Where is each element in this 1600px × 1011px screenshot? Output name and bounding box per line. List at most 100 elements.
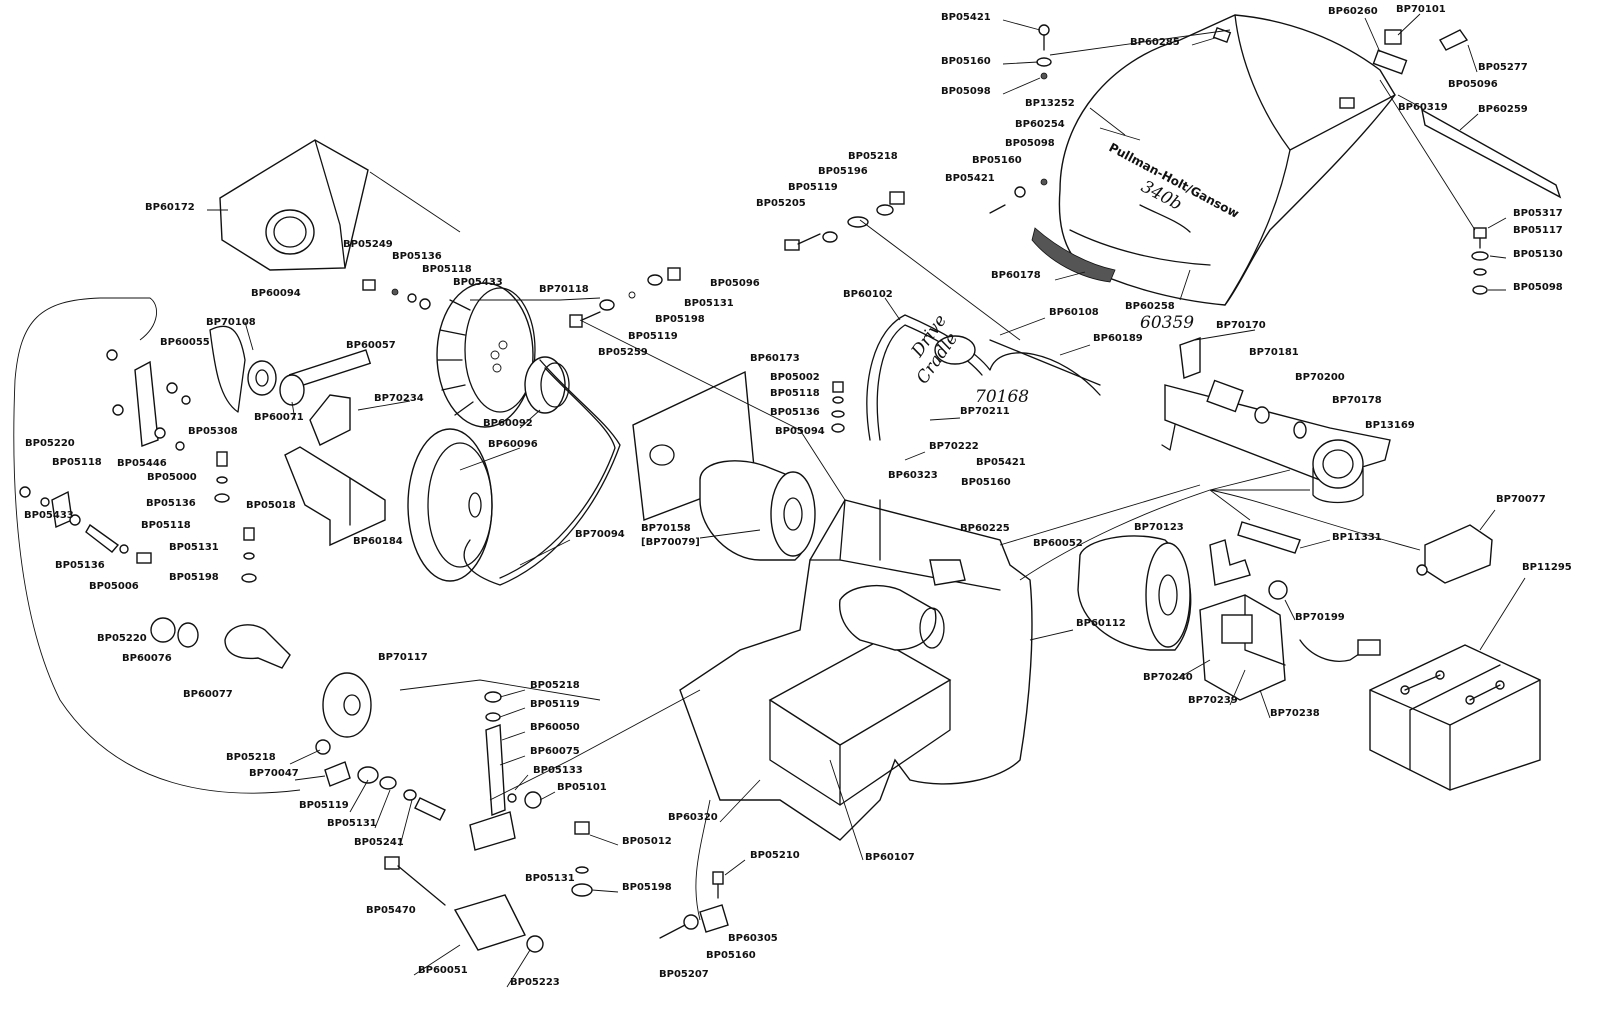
part-label-bp05196-a: BP05196: [818, 166, 868, 177]
part-label-bp60076: BP60076: [122, 653, 172, 664]
part-label-bp05119-a: BP05119: [788, 182, 838, 193]
part-label-bp05118-b: BP05118: [770, 388, 820, 399]
part-label-bp05160-d: BP05160: [706, 950, 756, 961]
drive-belt: [463, 359, 621, 586]
part-label-bp70222: BP70222: [929, 441, 979, 452]
part-label-bp05012: BP05012: [622, 836, 672, 847]
part-label-bp05259: BP05259: [598, 347, 648, 358]
part-label-bp60057: BP60057: [346, 340, 396, 351]
part-label-bp05198-b: BP05198: [169, 572, 219, 583]
part-label-bp05160-a: BP05160: [941, 56, 991, 67]
part-label-bp05241: BP05241: [354, 837, 404, 848]
control-panel: [1161, 337, 1391, 504]
part-label-bp60285: BP60285: [1130, 37, 1180, 48]
part-label-bp60323: BP60323: [888, 470, 938, 481]
part-label-bp60102: BP60102: [843, 289, 893, 300]
part-label-bp70234: BP70234: [374, 393, 424, 404]
part-label-bp05136-b: BP05136: [770, 407, 820, 418]
part-label-bp05470: BP05470: [366, 905, 416, 916]
part-label-bp05096-b: BP05096: [710, 278, 760, 289]
part-label-bp05421-b: BP05421: [945, 173, 995, 184]
note-60359: 60359: [1140, 313, 1194, 333]
part-label-bp60184: BP60184: [353, 536, 403, 547]
drive-motor: [1077, 535, 1192, 651]
part-label-bp05421-c: BP05421: [976, 457, 1026, 468]
part-label-bp70181: BP70181: [1249, 347, 1299, 358]
part-label-bp70238: BP70238: [1270, 708, 1320, 719]
part-label-bp60258: BP60258: [1125, 301, 1175, 312]
part-label-bp05119-d: BP05119: [299, 800, 349, 811]
part-label-bp60108: BP60108: [1049, 307, 1099, 318]
main-chassis: [679, 499, 1033, 841]
part-label-bp60173: BP60173: [750, 353, 800, 364]
part-label-bp13169: BP13169: [1365, 420, 1415, 431]
part-label-bp05006: BP05006: [89, 581, 139, 592]
leader-lines: [207, 13, 1526, 988]
motor-pulley: [407, 356, 570, 582]
part-label-bp05117: BP05117: [1513, 225, 1563, 236]
part-label-bp70094: BP70094: [575, 529, 625, 540]
part-label-bp60055: BP60055: [160, 337, 210, 348]
caster-bracket-parts: [384, 691, 729, 953]
part-label-bp70117: BP70117: [378, 652, 428, 663]
part-label-bp05118-c: BP05118: [52, 457, 102, 468]
part-label-bp05218-c: BP05218: [226, 752, 276, 763]
part-label-bp13252: BP13252: [1025, 98, 1075, 109]
left-bracket-parts: [19, 349, 257, 583]
part-label-bp60107: BP60107: [865, 852, 915, 863]
center-fasteners: [362, 191, 905, 433]
part-label-bp05101: BP05101: [557, 782, 607, 793]
part-label-bp05098-a: BP05098: [941, 86, 991, 97]
handle-frame: [866, 314, 1101, 441]
part-label-bp05317: BP05317: [1513, 208, 1563, 219]
part-label-bp05136-a: BP05136: [392, 251, 442, 262]
part-label-bp05131-b: BP05131: [169, 542, 219, 553]
part-label-bp60178: BP60178: [991, 270, 1041, 281]
part-label-bp05160-c: BP05160: [961, 477, 1011, 488]
part-label-bp05433-a: BP05433: [453, 277, 503, 288]
part-label-bp05277: BP05277: [1478, 62, 1528, 73]
part-label-bp70199: BP70199: [1295, 612, 1345, 623]
part-label-bp60259: BP60259: [1478, 104, 1528, 115]
hood-cover: Pullman-Holt/Gansow 340b: [1031, 14, 1396, 306]
part-label-bp11295: BP11295: [1522, 562, 1572, 573]
note-70168: 70168: [975, 387, 1029, 407]
part-label-bp05249: BP05249: [343, 239, 393, 250]
part-label-bp05098-c: BP05098: [1513, 282, 1563, 293]
part-label-bp70200: BP70200: [1295, 372, 1345, 383]
part-label-bp05018: BP05018: [246, 500, 296, 511]
part-label-bp70077: BP70077: [1496, 494, 1546, 505]
part-label-bp70170: BP70170: [1216, 320, 1266, 331]
handwritten-notes: Drive Cradle 70168 60359: [907, 311, 1194, 407]
part-label-bp05136-c: BP05136: [146, 498, 196, 509]
part-label-bp05198-a: BP05198: [655, 314, 705, 325]
part-label-bp60319: BP60319: [1398, 102, 1448, 113]
part-label-bp05220-a: BP05220: [25, 438, 75, 449]
part-label-bp70047: BP70047: [249, 768, 299, 779]
part-label-bp05205: BP05205: [756, 198, 806, 209]
part-label-bp60254: BP60254: [1015, 119, 1065, 130]
part-label-bp05136-d: BP05136: [55, 560, 105, 571]
part-label-bp05094: BP05094: [775, 426, 825, 437]
part-label-bp05096-a: BP05096: [1448, 79, 1498, 90]
fan-impeller: [436, 282, 536, 428]
part-label-bp05223: BP05223: [510, 977, 560, 988]
part-label-bp60077: BP60077: [183, 689, 233, 700]
part-label-bp05433-b: BP05433: [24, 510, 74, 521]
part-label-bp05118-a: BP05118: [422, 264, 472, 275]
part-label-bp70108: BP70108: [206, 317, 256, 328]
wiring-harness: [13, 29, 1476, 921]
part-label-bp05160-b: BP05160: [972, 155, 1022, 166]
part-label-bp60320: BP60320: [668, 812, 718, 823]
part-label-bp05446: BP05446: [117, 458, 167, 469]
part-label-bp05098-b: BP05098: [1005, 138, 1055, 149]
hood-brackets: [1212, 27, 1562, 199]
part-label-bp70211: BP70211: [960, 406, 1010, 417]
part-label-bp60096: BP60096: [488, 439, 538, 450]
blower-housing: [219, 139, 369, 271]
part-label-bp05218-b: BP05218: [530, 680, 580, 691]
part-label-bp70239: BP70239: [1188, 695, 1238, 706]
part-label-bp60172: BP60172: [145, 202, 195, 213]
part-label-bp05207: BP05207: [659, 969, 709, 980]
part-label-bp60050: BP60050: [530, 722, 580, 733]
